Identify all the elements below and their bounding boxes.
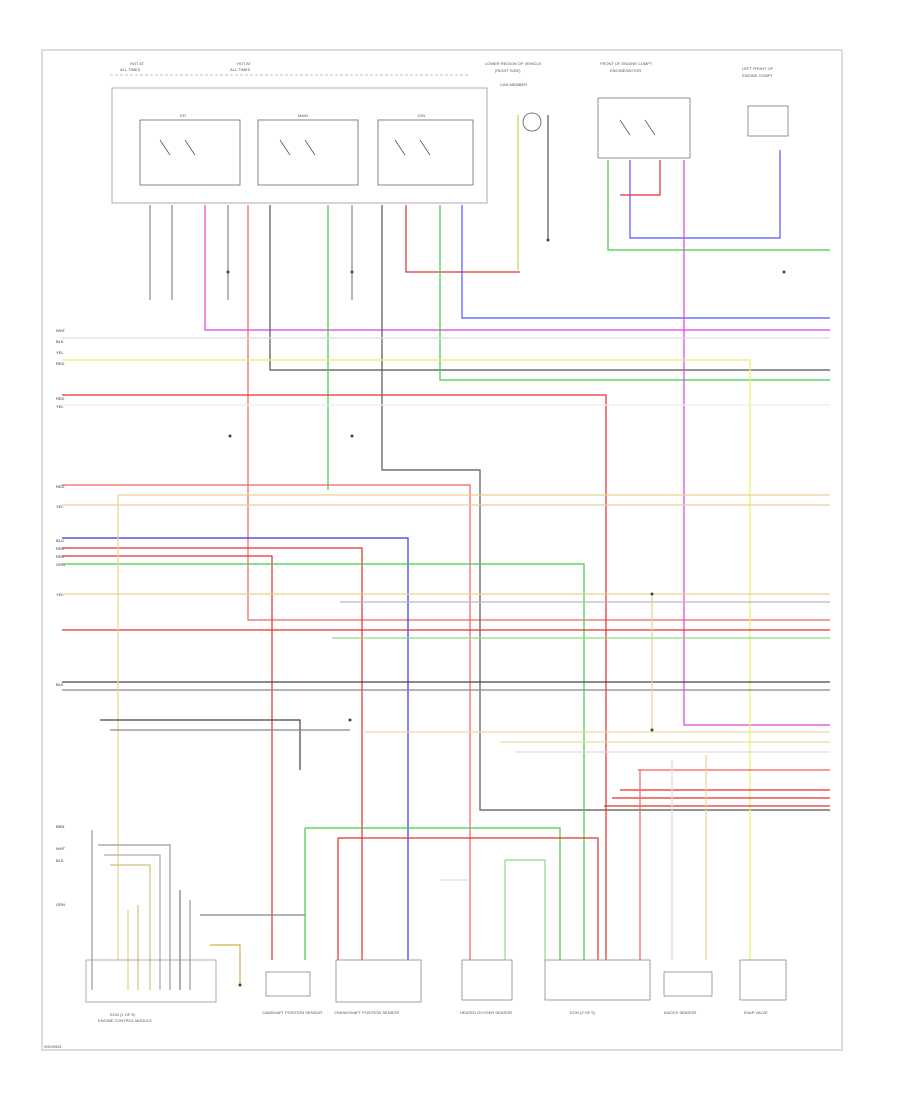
hot-label-2b: ALL TIMES [230, 67, 251, 72]
fan-relay-box [597, 97, 691, 159]
svg-text:YEL: YEL [56, 404, 64, 409]
svg-text:BRN: BRN [56, 824, 65, 829]
relay-efi-label: EFI [180, 113, 186, 118]
crankshaft-sensor-box [335, 959, 422, 1003]
knock-sensor-label: KNOCK SENSOR [664, 1010, 696, 1015]
fan-sensor-box [747, 105, 789, 137]
oxygen-sensor-box [461, 959, 513, 1001]
ecm-2-box [544, 959, 651, 1001]
svg-text:RED: RED [56, 396, 65, 401]
relay-ign-label: IGN [418, 113, 425, 118]
svg-text:GRN: GRN [56, 902, 65, 907]
hot-label-1: HOT AT [130, 61, 145, 66]
lower-region-label: LOWER REGION OF VEHICLE [485, 61, 542, 66]
front-engine-label: FRONT OF ENGINE COMPT [600, 61, 653, 66]
relay-ign [377, 119, 474, 186]
svg-text:BLU: BLU [56, 538, 64, 543]
camshaft-sensor-box [265, 971, 311, 997]
horn-icon [522, 112, 542, 132]
footer-code: WD49581 [44, 1044, 63, 1049]
relay-main [257, 119, 359, 186]
relay-efi [139, 119, 241, 186]
svg-text:WHT: WHT [56, 328, 66, 333]
front-engine-label-b: ENGINE/MOTOR [610, 68, 641, 73]
svg-text:GRN: GRN [56, 562, 65, 567]
svg-text:YEL: YEL [56, 350, 64, 355]
ecm-connector-block [85, 959, 217, 1003]
svg-text:WHT: WHT [56, 846, 66, 851]
knock-sensor-box [663, 971, 713, 997]
svg-text:RED: RED [56, 361, 65, 366]
ecm-2-label: ECM (2 OF 5) [570, 1010, 596, 1015]
relay-main-label: MAIN [298, 113, 308, 118]
svg-text:YEL: YEL [56, 504, 64, 509]
left-front-label: LEFT FRONT OF [742, 66, 774, 71]
svg-text:RED: RED [56, 554, 65, 559]
junction-block [111, 87, 488, 204]
left-front-label-b: ENGINE COMPT [742, 73, 773, 78]
lower-region-label-c: CAN MEMBER [500, 82, 527, 87]
evap-valve-box [739, 959, 787, 1001]
lower-region-label-b: (RIGHT SIDE) [495, 68, 521, 73]
svg-text:RED: RED [56, 546, 65, 551]
hot-label-2: HOT AT [237, 61, 252, 66]
svg-text:BLK: BLK [56, 682, 64, 687]
camshaft-label: CAMSHAFT POSITION SENSOR [262, 1010, 322, 1015]
ecm-1-label: ECM (1 OF 5) [110, 1012, 136, 1017]
crankshaft-label: CRANKSHAFT POSITION SENSOR [334, 1010, 399, 1015]
svg-text:YEL: YEL [56, 592, 64, 597]
ecm-1-sublabel: ENGINE CONTROL MODULE [98, 1018, 152, 1023]
evap-valve-label: EVAP VALVE [744, 1010, 768, 1015]
diagram-frame [41, 49, 843, 1051]
svg-text:BLK: BLK [56, 339, 64, 344]
oxygen-sensor-label: HEATED OXYGEN SENSOR [460, 1010, 512, 1015]
svg-text:BLK: BLK [56, 858, 64, 863]
svg-text:RED: RED [56, 484, 65, 489]
hot-label-1b: ALL TIMES [120, 67, 141, 72]
